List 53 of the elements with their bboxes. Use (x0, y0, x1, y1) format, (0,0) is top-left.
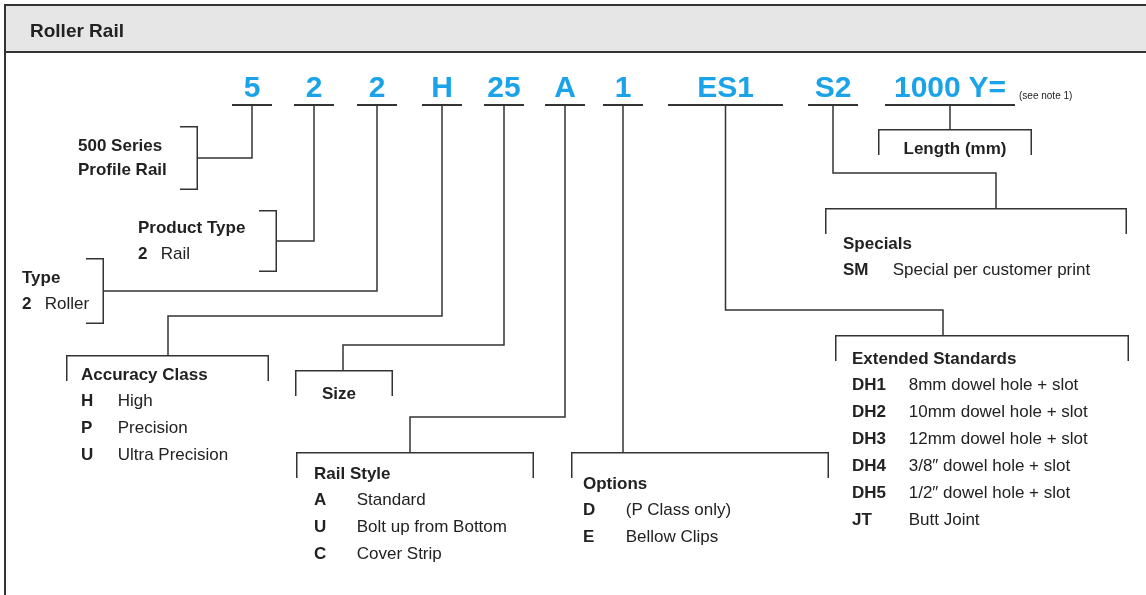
leader-line (276, 105, 315, 242)
code-segment: H (422, 70, 462, 106)
leader-line (724, 105, 944, 336)
code-segment: 5 (232, 70, 272, 106)
option-code-line: 2 Roller (22, 292, 91, 315)
code-field-group (138, 210, 277, 272)
code-segment: A (545, 70, 585, 106)
leader-line (167, 105, 443, 356)
option-code-line: DH3 12mm dowel hole + slot (852, 428, 1088, 450)
field-heading: Options (583, 473, 649, 495)
option-code-line: U Bolt up from Bottom (314, 516, 507, 538)
leader-line (949, 105, 951, 130)
note-reference: (see note 1) (1019, 90, 1073, 101)
option-code-line: D (P Class only) (583, 499, 732, 521)
code-segment: S2 (808, 70, 858, 106)
field-heading: Accuracy Class (81, 364, 209, 386)
code-segment: 2 (357, 70, 397, 106)
field-heading: Type (22, 266, 62, 289)
field-heading: Specials (843, 233, 913, 255)
code-segment: 2 (294, 70, 334, 106)
option-code-line: 2 Rail (138, 242, 191, 265)
option-code-line: DH2 10mm dowel hole + slot (852, 401, 1088, 423)
leader-line (622, 105, 624, 453)
option-code-line: DH5 1/2″ dowel hole + slot (852, 482, 1072, 504)
option-code-line: JT Butt Joint (852, 509, 981, 531)
code-field-group (78, 126, 198, 190)
option-code-line: H High (81, 390, 154, 412)
title: Roller Rail (30, 20, 124, 42)
option-code-line: C Cover Strip (314, 543, 443, 565)
code-segment: 25 (484, 70, 524, 106)
option-code-line: U Ultra Precision (81, 444, 229, 466)
option-code-line: A Standard (314, 489, 427, 511)
field-heading: Product Type (138, 216, 247, 239)
option-code-line: DH1 8mm dowel hole + slot (852, 374, 1080, 396)
code-segment: ES1 (668, 70, 783, 106)
field-heading: Size (322, 383, 357, 405)
leader-line (832, 105, 997, 209)
code-segment: 1000 Y= (885, 70, 1015, 106)
leader-line (197, 105, 253, 159)
code-field-group (22, 258, 104, 324)
option-code-line: DH4 3/8″ dowel hole + slot (852, 455, 1072, 477)
option-code-line: E Bellow Clips (583, 526, 720, 548)
code-segment: 1 (603, 70, 643, 106)
field-heading: Extended Standards (852, 348, 1018, 370)
field-heading: Length (mm) (902, 138, 1008, 160)
option-code-line: P Precision (81, 417, 189, 439)
leader-line (103, 105, 378, 292)
field-heading: Rail Style (314, 463, 392, 485)
option-code-line: SM Special per customer print (843, 259, 1091, 281)
leader-line (409, 105, 566, 453)
field-heading: 500 Series Profile Rail (78, 135, 168, 181)
code-field-group (825, 208, 1127, 280)
leader-line (342, 105, 505, 371)
